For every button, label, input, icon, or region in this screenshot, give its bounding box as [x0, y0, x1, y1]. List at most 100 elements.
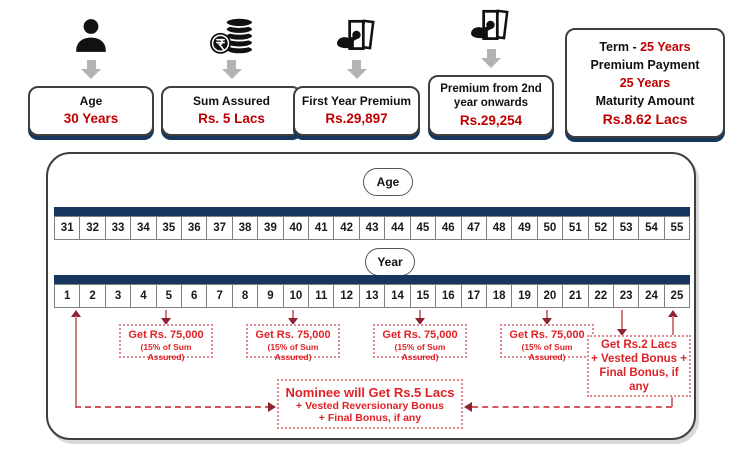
maturity-to-connector-stem	[671, 397, 673, 407]
down-arrow-icon	[346, 60, 367, 79]
age-cell: 39	[257, 216, 284, 240]
sum-assured-card: Sum Assured Rs. 5 Lacs	[161, 86, 302, 136]
renewal-premium-value: Rs.29,254	[459, 112, 523, 128]
age-cell: 55	[663, 216, 691, 240]
year-cell: 10	[282, 284, 310, 308]
summary-card: Term - 25 Years Premium Payment 25 Years…	[565, 28, 725, 138]
first-year-premium-card: First Year Premium Rs.29,897	[293, 86, 420, 136]
age-cell: 34	[130, 216, 157, 240]
age-cell: 46	[435, 216, 462, 240]
age-cell: 52	[587, 216, 614, 240]
year-cell: 8	[231, 284, 259, 308]
age-card-label: Age	[79, 94, 103, 108]
year-cell: 19	[511, 284, 538, 308]
sum-assured-value: Rs. 5 Lacs	[198, 111, 265, 126]
sum-assured-label: Sum Assured	[193, 94, 270, 108]
year-cell: 17	[460, 284, 487, 308]
maturity-line3: Final Bonus, if any	[599, 367, 679, 393]
down-arrow-icon	[81, 60, 101, 79]
year-cell: 14	[384, 284, 411, 308]
age-cell: 37	[206, 216, 233, 240]
age-cell: 54	[638, 216, 665, 240]
rupee-coins-icon	[209, 16, 255, 56]
benefit-text: Get Rs. 75,000	[255, 329, 331, 341]
age-cell: 42	[333, 216, 360, 240]
year-cell: 15	[409, 284, 437, 308]
year-oval-label: Year	[365, 248, 415, 276]
first-year-premium-value: Rs.29,897	[325, 111, 388, 126]
year-cell: 13	[358, 284, 386, 308]
year-cell: 9	[257, 284, 284, 308]
year-cell: 21	[562, 284, 589, 308]
maturity-note: Get Rs.2 Lacs + Vested Bonus + Final Bon…	[587, 335, 691, 397]
term-value: 25 Years	[640, 40, 691, 54]
maturity-line1: Get Rs.2 Lacs	[600, 339, 678, 351]
person-icon	[72, 16, 110, 56]
age-cell: 35	[155, 216, 183, 240]
down-arrow-icon	[221, 60, 242, 79]
nominee-line1: Nominee will Get Rs.5 Lacs	[285, 384, 455, 400]
benefit-note-year-15: Get Rs. 75,000 (15% of Sum Assured)	[373, 324, 467, 362]
down-arrow-icon	[481, 49, 501, 69]
benefit-subtext: (15% of Sum Assured)	[140, 342, 192, 362]
age-bar	[54, 207, 690, 216]
age-card-value: 30 Years	[63, 111, 119, 126]
year-cell: 18	[485, 284, 513, 308]
maturity-amount-value: Rs.8.62 Lacs	[602, 111, 688, 127]
age-cell: 53	[612, 216, 640, 240]
benefit-note-year-5: Get Rs. 75,000 (15% of Sum Assured)	[119, 324, 213, 362]
age-cell: 33	[104, 216, 132, 240]
age-cell: 32	[79, 216, 106, 240]
card-sum-assured: Sum Assured Rs. 5 Lacs	[161, 6, 302, 136]
card-age: Age 30 Years	[28, 6, 154, 136]
age-cell: 38	[231, 216, 259, 240]
term-label: Term -	[599, 40, 637, 54]
year-cell: 1	[54, 284, 81, 308]
nominee-connector-left	[75, 406, 271, 408]
year-cell: 5	[155, 284, 183, 308]
age-oval-label: Age	[363, 168, 413, 196]
year-cell: 11	[308, 284, 335, 308]
age-cell: 44	[384, 216, 411, 240]
card-renewal-premium: Premium from 2nd year onwards Rs.29,254	[428, 6, 554, 136]
year-cell: 12	[333, 284, 360, 308]
age-cell: 49	[511, 216, 538, 240]
benefit-note-year-10: Get Rs. 75,000 (15% of Sum Assured)	[246, 324, 340, 362]
age-cell: 41	[308, 216, 335, 240]
first-year-premium-label: First Year Premium	[301, 94, 412, 108]
nominee-note: Nominee will Get Rs.5 Lacs + Vested Reve…	[277, 379, 463, 429]
renewal-premium-card: Premium from 2nd year onwards Rs.29,254	[428, 75, 554, 136]
year-bar	[54, 275, 690, 284]
year-cell: 7	[206, 284, 233, 308]
benefit-note-year-20: Get Rs. 75,000 (15% of Sum Assured)	[500, 324, 594, 362]
premium-payment-label: Premium Payment	[590, 58, 700, 72]
year-cell: 4	[130, 284, 157, 308]
nominee-arrow-left	[268, 402, 276, 412]
nominee-line2: + Vested Reversionary Bonus	[296, 399, 444, 412]
benefit-text: Get Rs. 75,000	[382, 329, 458, 341]
age-cell: 31	[54, 216, 81, 240]
year-cell: 6	[181, 284, 208, 308]
hand-cash-icon	[336, 16, 378, 56]
year-cell: 16	[435, 284, 462, 308]
year-cell: 25	[663, 284, 691, 308]
benefit-subtext: (15% of Sum Assured)	[521, 342, 573, 362]
benefit-subtext: (15% of Sum Assured)	[394, 342, 446, 362]
maturity-amount-label: Maturity Amount	[595, 94, 695, 108]
maturity-line2: + Vested Bonus +	[591, 353, 687, 365]
year-cell: 3	[104, 284, 132, 308]
nominee-line3: + Final Bonus, if any	[318, 411, 422, 424]
benefit-text: Get Rs. 75,000	[128, 329, 204, 341]
age-cell: 40	[282, 216, 310, 240]
year-cell: 24	[638, 284, 665, 308]
renewal-premium-label: Premium from 2nd year onwards	[440, 82, 542, 109]
age-card: Age 30 Years	[28, 86, 154, 136]
age-cell: 47	[460, 216, 487, 240]
age-cell: 43	[358, 216, 386, 240]
benefit-text: Get Rs. 75,000	[509, 329, 585, 341]
premium-payment-value: 25 Years	[619, 76, 671, 90]
year-cell: 2	[79, 284, 106, 308]
